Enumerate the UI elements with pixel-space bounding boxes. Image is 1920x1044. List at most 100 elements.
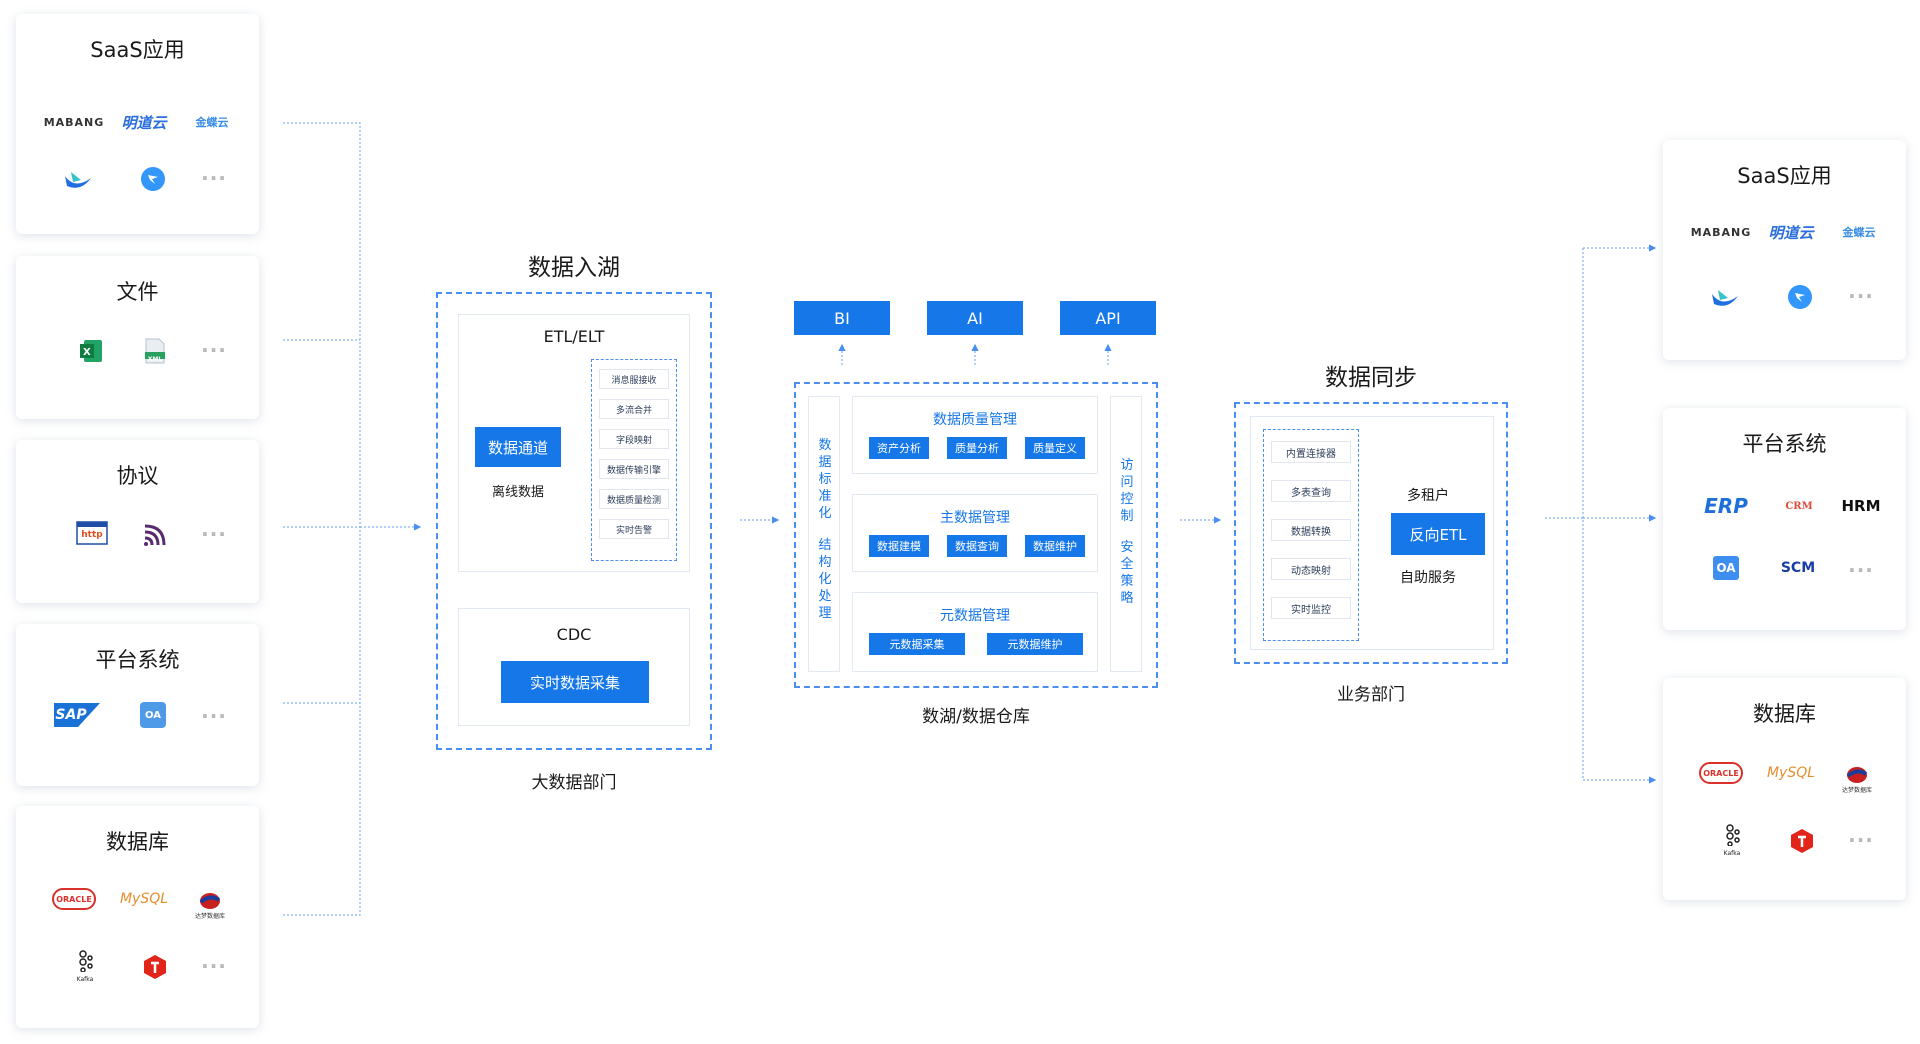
etl-steps-box [591,359,677,561]
security-policy-label: 安全策略 [1120,540,1134,606]
source-card-saas: SaaS应用 MABANG 明道云 金蝶云 ··· [16,14,259,234]
erp-logo: ERP [1704,494,1748,518]
card-title: 数据库 [106,830,169,854]
mysql-logo: MySQL [119,891,169,907]
more-icon: ··· [201,704,227,728]
http-label: http [81,530,103,540]
warehouse-footer: 数湖/数据仓库 [922,707,1030,727]
right-vertical-panel: 访问控制 安全策略 [1110,396,1142,672]
excel-icon: X [76,336,106,366]
target-card-saas: SaaS应用 MABANG 明道云 金蝶云 ··· [1663,140,1906,360]
kingdee-logo: 金蝶云 [195,116,229,129]
scm-logo: SCM [1780,560,1816,576]
sync-panel: 内置连接器 多表查询 数据转换 动态映射 实时监控 多租户 反向ETL 自助服务 [1250,416,1494,650]
sync-step: 数据转换 [1271,519,1351,541]
sync-boundary [1234,402,1508,664]
dingtalk-icon [138,164,168,194]
more-icon: ··· [201,522,227,546]
more-icon: ··· [1848,828,1874,852]
etl-step: 字段映射 [599,429,669,449]
self-service-label: 自助服务 [1400,570,1456,586]
source-card-protocol: 协议 http ··· [16,440,259,603]
sync-steps-box [1263,429,1359,641]
kingdee-logo: 金蝶云 [1842,226,1876,239]
sap-icon [52,702,102,728]
more-icon: ··· [201,166,227,190]
card-title: 平台系统 [1742,432,1827,456]
reverse-etl-node: 反向ETL [1391,513,1485,555]
sync-step: 实时监控 [1271,597,1351,619]
metadata-group: 元数据管理 元数据采集 元数据维护 [852,592,1098,672]
ingest-title: 数据入湖 [528,255,620,281]
card-title: 数据库 [1753,702,1816,726]
etl-step: 数据质量检测 [599,489,669,509]
etl-panel: ETL/ELT 数据通道 离线数据 消息服接收 多流合并 字段映射 数据传输引擎… [458,314,690,572]
cdc-panel: CDC 实时数据采集 [458,608,690,726]
dameng-icon [1837,760,1877,790]
etl-step: 数据传输引擎 [599,459,669,479]
tidb-icon [1787,826,1817,856]
more-icon: ··· [1848,558,1874,582]
source-card-platform: 平台系统 SAP OA ··· [16,624,259,786]
more-icon: ··· [1848,284,1874,308]
group-item: 数据维护 [1025,535,1085,557]
group-item: 质量定义 [1025,437,1085,459]
target-card-platform: 平台系统 ERP CRM HRM OA SCM ··· [1663,408,1906,630]
left-vertical-panel: 数据标准化 结构化处理 [808,396,840,672]
sync-step: 动态映射 [1271,558,1351,580]
access-control-label: 访问控制 [1120,458,1134,524]
ingest-boundary [436,292,712,750]
etl-title: ETL/ELT [543,327,605,346]
svg-text:X: X [83,347,91,358]
dingtalk-icon [1785,282,1815,312]
realtime-collect-node: 实时数据采集 [501,661,649,703]
hrm-logo: HRM [1841,497,1881,515]
group-item: 数据查询 [947,535,1007,557]
quality-group: 数据质量管理 资产分析 质量分析 质量定义 [852,396,1098,474]
kafka-label: Kafka [76,975,94,983]
xml-label: XML [147,355,163,363]
card-title: 文件 [116,280,159,304]
mabang-logo: MABANG [43,115,105,129]
kafka-icon [70,948,100,974]
kafka-label: Kafka [1723,849,1741,857]
sync-step: 多表查询 [1271,480,1351,502]
group-title: 元数据管理 [940,608,1010,624]
oracle-logo: ORACLE [1699,762,1743,784]
card-title: 平台系统 [95,648,180,672]
structure-label: 结构化处理 [818,538,832,621]
rss-icon [140,520,170,550]
output-ai: AI [927,301,1023,335]
ingest-footer: 大数据部门 [531,773,617,793]
oa-logo: OA [1713,556,1739,580]
dameng-label: 达梦数据库 [1841,786,1872,794]
card-title: 协议 [116,464,159,488]
group-item: 资产分析 [869,437,929,459]
card-title: SaaS应用 [1737,164,1832,188]
mingdaoyun-logo: 明道云 [121,113,167,132]
etl-step: 多流合并 [599,399,669,419]
group-item: 元数据维护 [987,633,1083,655]
standardize-label: 数据标准化 [818,438,832,521]
data-channel-node: 数据通道 [475,427,561,467]
feishu-icon [58,164,98,194]
etl-step: 消息服接收 [599,369,669,389]
offline-data-label: 离线数据 [491,485,544,500]
http-icon [76,520,108,546]
group-title: 主数据管理 [940,510,1010,526]
output-bi: BI [794,301,890,335]
multi-tenant-label: 多租户 [1407,488,1449,504]
dameng-icon [190,886,230,916]
source-card-file: 文件 X XML ··· [16,256,259,419]
mabang-logo: MABANG [1690,225,1752,239]
sync-title: 数据同步 [1325,365,1417,391]
oracle-logo: ORACLE [52,888,96,910]
crm-logo: CRM [1785,500,1813,512]
group-item: 数据建模 [869,535,929,557]
group-title: 数据质量管理 [933,412,1017,428]
dameng-label: 达梦数据库 [194,912,225,920]
cdc-title: CDC [556,625,592,644]
sap-label: SAP [55,707,87,723]
output-api: API [1060,301,1156,335]
group-item: 元数据采集 [869,633,965,655]
